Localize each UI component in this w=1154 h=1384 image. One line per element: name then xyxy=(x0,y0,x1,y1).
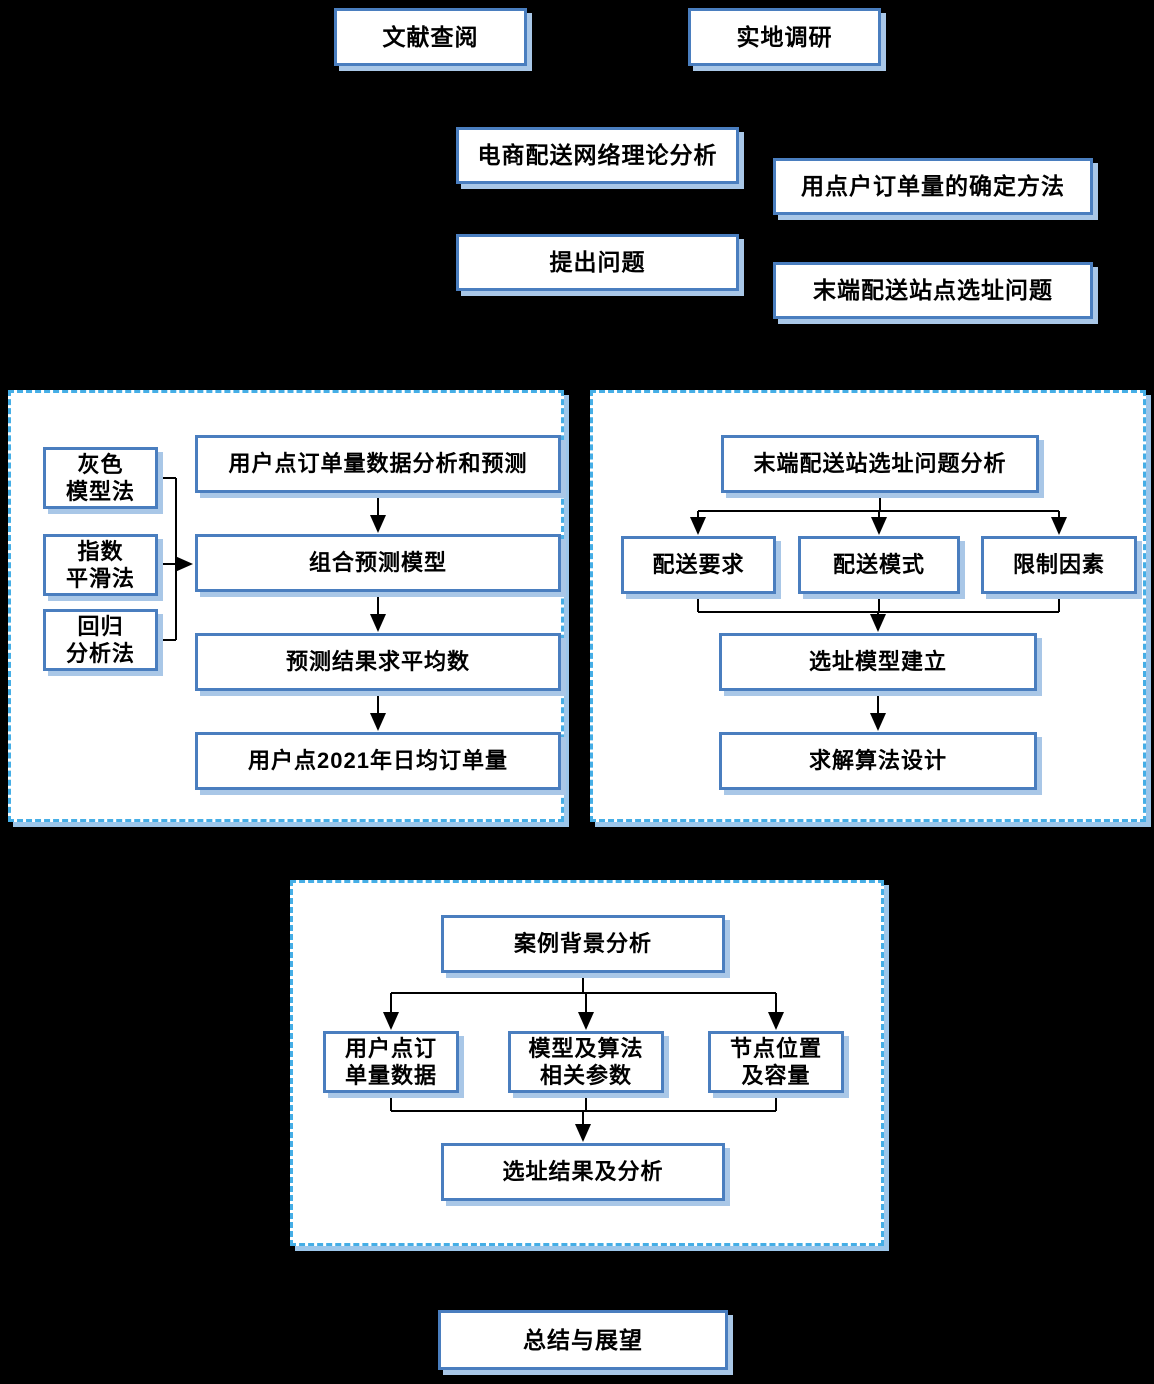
node-solution-algorithm-design: 求解算法设计 xyxy=(719,732,1037,790)
panel-case-study: 案例背景分析 用户点订 单量数据 模型及算法 相关参数 节点位置 及容量 选址结… xyxy=(290,880,884,1246)
forecast-connectors xyxy=(158,477,386,731)
node-forecast-result-average: 预测结果求平均数 xyxy=(195,633,561,691)
node-combined-forecast-model: 组合预测模型 xyxy=(195,534,561,592)
node-delivery-requirements: 配送要求 xyxy=(621,536,776,594)
node-user-order-data: 用户点订 单量数据 xyxy=(323,1031,459,1093)
branch-out-lines xyxy=(690,493,1067,535)
node-summary-outlook: 总结与展望 xyxy=(438,1310,728,1370)
node-literature-review: 文献查阅 xyxy=(334,8,527,66)
node-delivery-mode: 配送模式 xyxy=(798,536,960,594)
node-regression-analysis-method: 回归 分析法 xyxy=(43,609,158,671)
node-theory-analysis: 电商配送网络理论分析 xyxy=(456,127,739,184)
node-site-result-analysis: 选址结果及分析 xyxy=(441,1143,725,1201)
panel-order-forecast: 灰色 模型法 指数 平滑法 回归 分析法 用户点订单量数据分析和预测 组合预测模… xyxy=(8,390,564,822)
node-site-problem-analysis: 末端配送站选址问题分析 xyxy=(721,435,1039,493)
node-propose-problem: 提出问题 xyxy=(456,234,739,291)
node-order-volume-method: 用点户订单量的确定方法 xyxy=(773,158,1093,215)
case-study-connectors xyxy=(383,973,784,1142)
node-case-background-analysis: 案例背景分析 xyxy=(441,915,725,973)
panel-site-selection: 末端配送站选址问题分析 配送要求 配送模式 限制因素 选址模型建立 求解算法设计 xyxy=(590,390,1146,822)
node-constraint-factors: 限制因素 xyxy=(981,536,1137,594)
node-model-algorithm-parameters: 模型及算法 相关参数 xyxy=(508,1031,664,1093)
node-site-model-building: 选址模型建立 xyxy=(719,633,1037,691)
site-selection-connectors xyxy=(690,493,1067,731)
case-branch-merge-lines xyxy=(390,1093,777,1142)
node-grey-model-method: 灰色 模型法 xyxy=(43,447,158,509)
case-branch-out-lines xyxy=(383,973,784,1030)
node-site-selection-problem: 末端配送站点选址问题 xyxy=(773,262,1093,319)
method-bracket-lines xyxy=(158,477,193,641)
node-exponential-smoothing-method: 指数 平滑法 xyxy=(43,534,158,596)
branch-merge-lines xyxy=(697,594,1060,632)
node-daily-average-orders-2021: 用户点2021年日均订单量 xyxy=(195,732,561,790)
node-field-research: 实地调研 xyxy=(688,8,881,66)
node-node-location-capacity: 节点位置 及容量 xyxy=(708,1031,844,1093)
node-order-data-analysis-forecast: 用户点订单量数据分析和预测 xyxy=(195,435,561,493)
